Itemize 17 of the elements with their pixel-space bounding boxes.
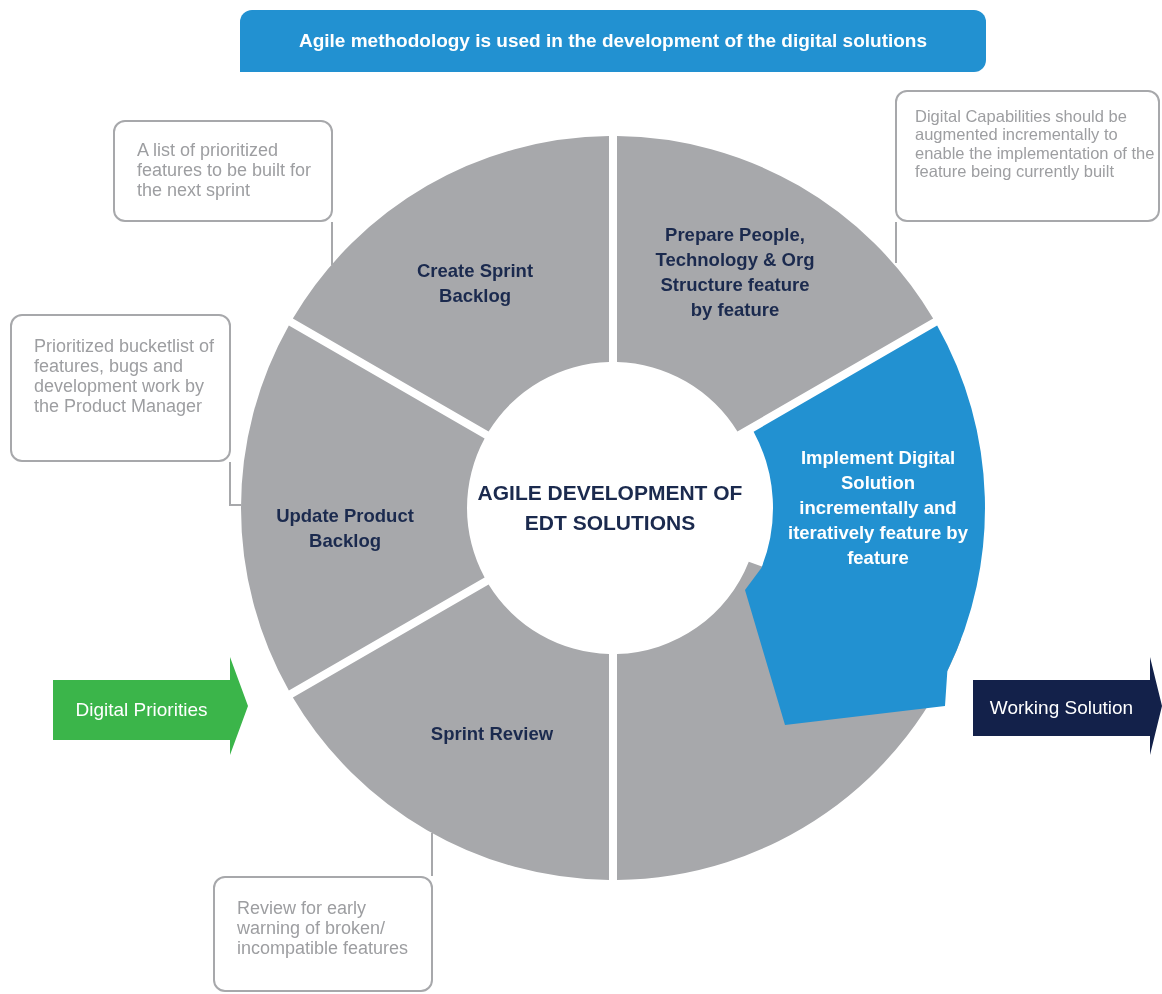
title-banner: Agile methodology is used in the development of the digital solutions xyxy=(240,10,986,72)
leader-line xyxy=(229,461,242,506)
callout-box: A list of prioritized features to be built for the next sprint xyxy=(113,120,333,222)
step-label: Sprint Review xyxy=(429,721,555,746)
step-label: Update Product Backlog xyxy=(275,504,415,553)
step-label: Implement Digital Solution incrementally and iteratively feature by feature xyxy=(788,445,968,570)
callout-box: Digital Capabilities should be augmented incrementally to enable the implementation of the feature being currently built xyxy=(895,90,1160,222)
leader-line xyxy=(331,221,333,266)
leader-line xyxy=(431,832,433,877)
tag-label: Working Solution xyxy=(989,695,1134,720)
center-title: AGILE DEVELOPMENT OF EDT SOLUTIONS xyxy=(476,480,744,536)
callout-box: Prioritized bucketlist of features, bugs and development work by the Product Manager xyxy=(10,314,231,462)
tag-label: Digital Priorities xyxy=(75,697,208,722)
step-label: Prepare People, Technology & Org Structure feature by feature xyxy=(654,223,816,322)
leader-line xyxy=(895,221,897,264)
callout-box: Review for early warning of broken/ incompatible features xyxy=(213,876,433,992)
step-label: Create Sprint Backlog xyxy=(415,259,535,308)
